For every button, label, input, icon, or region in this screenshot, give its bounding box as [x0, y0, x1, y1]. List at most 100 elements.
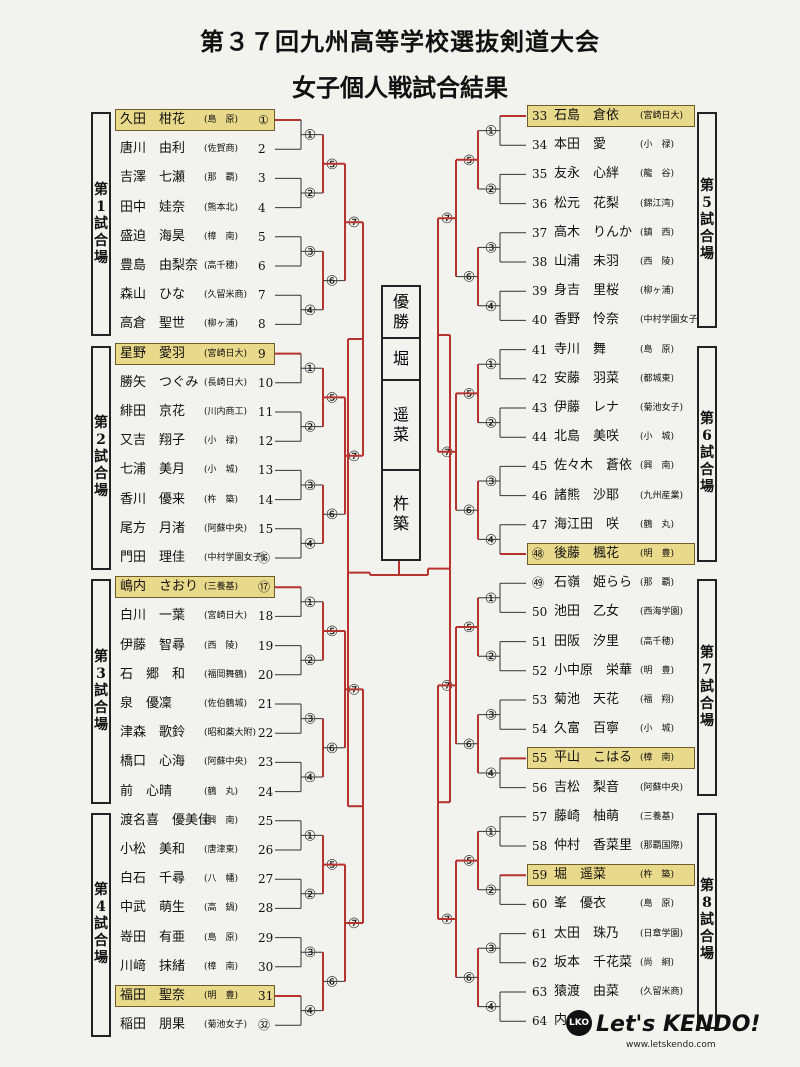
player-school: (日章学園) — [640, 928, 684, 939]
player-number: 41 — [532, 342, 548, 357]
champion-family-name: 堀 — [392, 349, 409, 368]
match-number: ② — [485, 416, 498, 432]
player-name: 石嶺 姫らら — [554, 575, 633, 591]
player-number: ⑰ — [258, 580, 271, 595]
player-number: 51 — [532, 634, 548, 649]
player-number: ⑯ — [258, 551, 271, 565]
player-school: (宮崎日大) — [204, 611, 248, 622]
player-name: 内 — [554, 1013, 568, 1029]
match-number: ② — [485, 182, 498, 198]
player-number: 10 — [258, 375, 274, 390]
player-name: 山浦 未羽 — [554, 254, 620, 269]
champion-given-name: 遥菜 — [392, 405, 409, 444]
player-school: (西 陵) — [204, 640, 239, 651]
venue-label-text: 第7試合場 — [700, 644, 714, 729]
player-number: 37 — [532, 225, 548, 240]
player-name: 前 心晴 — [120, 783, 173, 799]
player-number: 33 — [532, 109, 548, 123]
player-number: 36 — [532, 196, 548, 211]
player-number: 50 — [532, 605, 548, 620]
player-number: 11 — [258, 405, 274, 419]
match-number: ⑥ — [326, 974, 339, 990]
player-school: (阿蘇中央) — [204, 757, 248, 768]
match-number: ② — [304, 420, 317, 436]
player-school: (那覇国際) — [640, 841, 684, 851]
venue-label-text: 第8試合場 — [700, 878, 714, 963]
player-number: 12 — [258, 434, 274, 449]
player-name: 久富 百寧 — [554, 721, 620, 737]
player-school: (鎮 西) — [640, 227, 675, 238]
player-name: 坂本 千花菜 — [554, 954, 633, 970]
player-school: (昭和薬大附) — [204, 728, 257, 739]
match-number: ② — [304, 887, 317, 903]
player-name: 高木 りんか — [554, 224, 633, 240]
player-number: 44 — [532, 430, 548, 445]
player-number: 39 — [532, 284, 548, 299]
player-number: 20 — [258, 667, 274, 682]
page-subtitle: 女子個人戦試合結果 — [292, 73, 508, 102]
match-number: ④ — [485, 532, 498, 548]
player-name: 勝矢 つぐみ — [120, 374, 199, 390]
player-school: (三養基) — [204, 582, 239, 593]
player-name: 豊島 由梨奈 — [120, 258, 199, 273]
player-school: (島 原) — [640, 899, 675, 910]
player-number: 23 — [258, 755, 274, 770]
match-number: ⑥ — [326, 507, 339, 523]
player-school: (小 城) — [204, 465, 239, 476]
player-number: 38 — [532, 255, 548, 269]
lko-logo: LKO — [566, 1010, 592, 1036]
player-school: (小 城) — [640, 432, 675, 443]
player-number: ㊾ — [532, 576, 545, 591]
player-school: (長崎日大) — [204, 377, 248, 388]
player-number: 57 — [532, 809, 548, 824]
player-school: (菊池女子) — [640, 403, 684, 413]
player-name: 川﨑 抹緒 — [120, 958, 186, 974]
player-number: 46 — [532, 488, 548, 503]
player-school: (八 幡) — [204, 874, 239, 885]
player-name: 峯 優衣 — [554, 896, 607, 912]
player-name: 友永 心絆 — [554, 166, 620, 182]
match-number: ⑥ — [463, 270, 476, 286]
player-school: (阿蘇中央) — [204, 523, 248, 534]
player-school: (小 禄) — [204, 436, 239, 447]
player-name: 田阪 汐里 — [554, 633, 620, 649]
player-school: (樟 南) — [640, 753, 675, 764]
player-name: 唐川 由利 — [120, 141, 186, 157]
player-number: 2 — [258, 142, 266, 157]
player-school: (久留米商) — [640, 987, 684, 997]
player-number: 18 — [258, 609, 274, 624]
player-name: 平山 こはる — [554, 750, 633, 766]
venue-label-text: 第2試合場 — [94, 415, 108, 500]
venue-label: 第2試合場 — [91, 345, 111, 570]
player-name: 白川 一葉 — [120, 608, 186, 624]
player-number: 55 — [532, 751, 548, 766]
player-name: 白石 千尋 — [120, 871, 186, 887]
match-number: ④ — [304, 1004, 317, 1020]
player-number: 58 — [532, 839, 548, 853]
player-number: 21 — [258, 697, 274, 711]
player-school: (中村学園女子) — [204, 553, 266, 563]
player-school: (興 南) — [204, 815, 239, 826]
player-school: (高 鍋) — [204, 903, 239, 914]
player-name: 吉澤 七瀬 — [120, 170, 186, 186]
match-number: ③ — [304, 478, 317, 494]
player-number: 5 — [258, 229, 266, 244]
player-name: 諸熊 沙耶 — [554, 487, 620, 503]
player-number: 27 — [258, 872, 274, 887]
